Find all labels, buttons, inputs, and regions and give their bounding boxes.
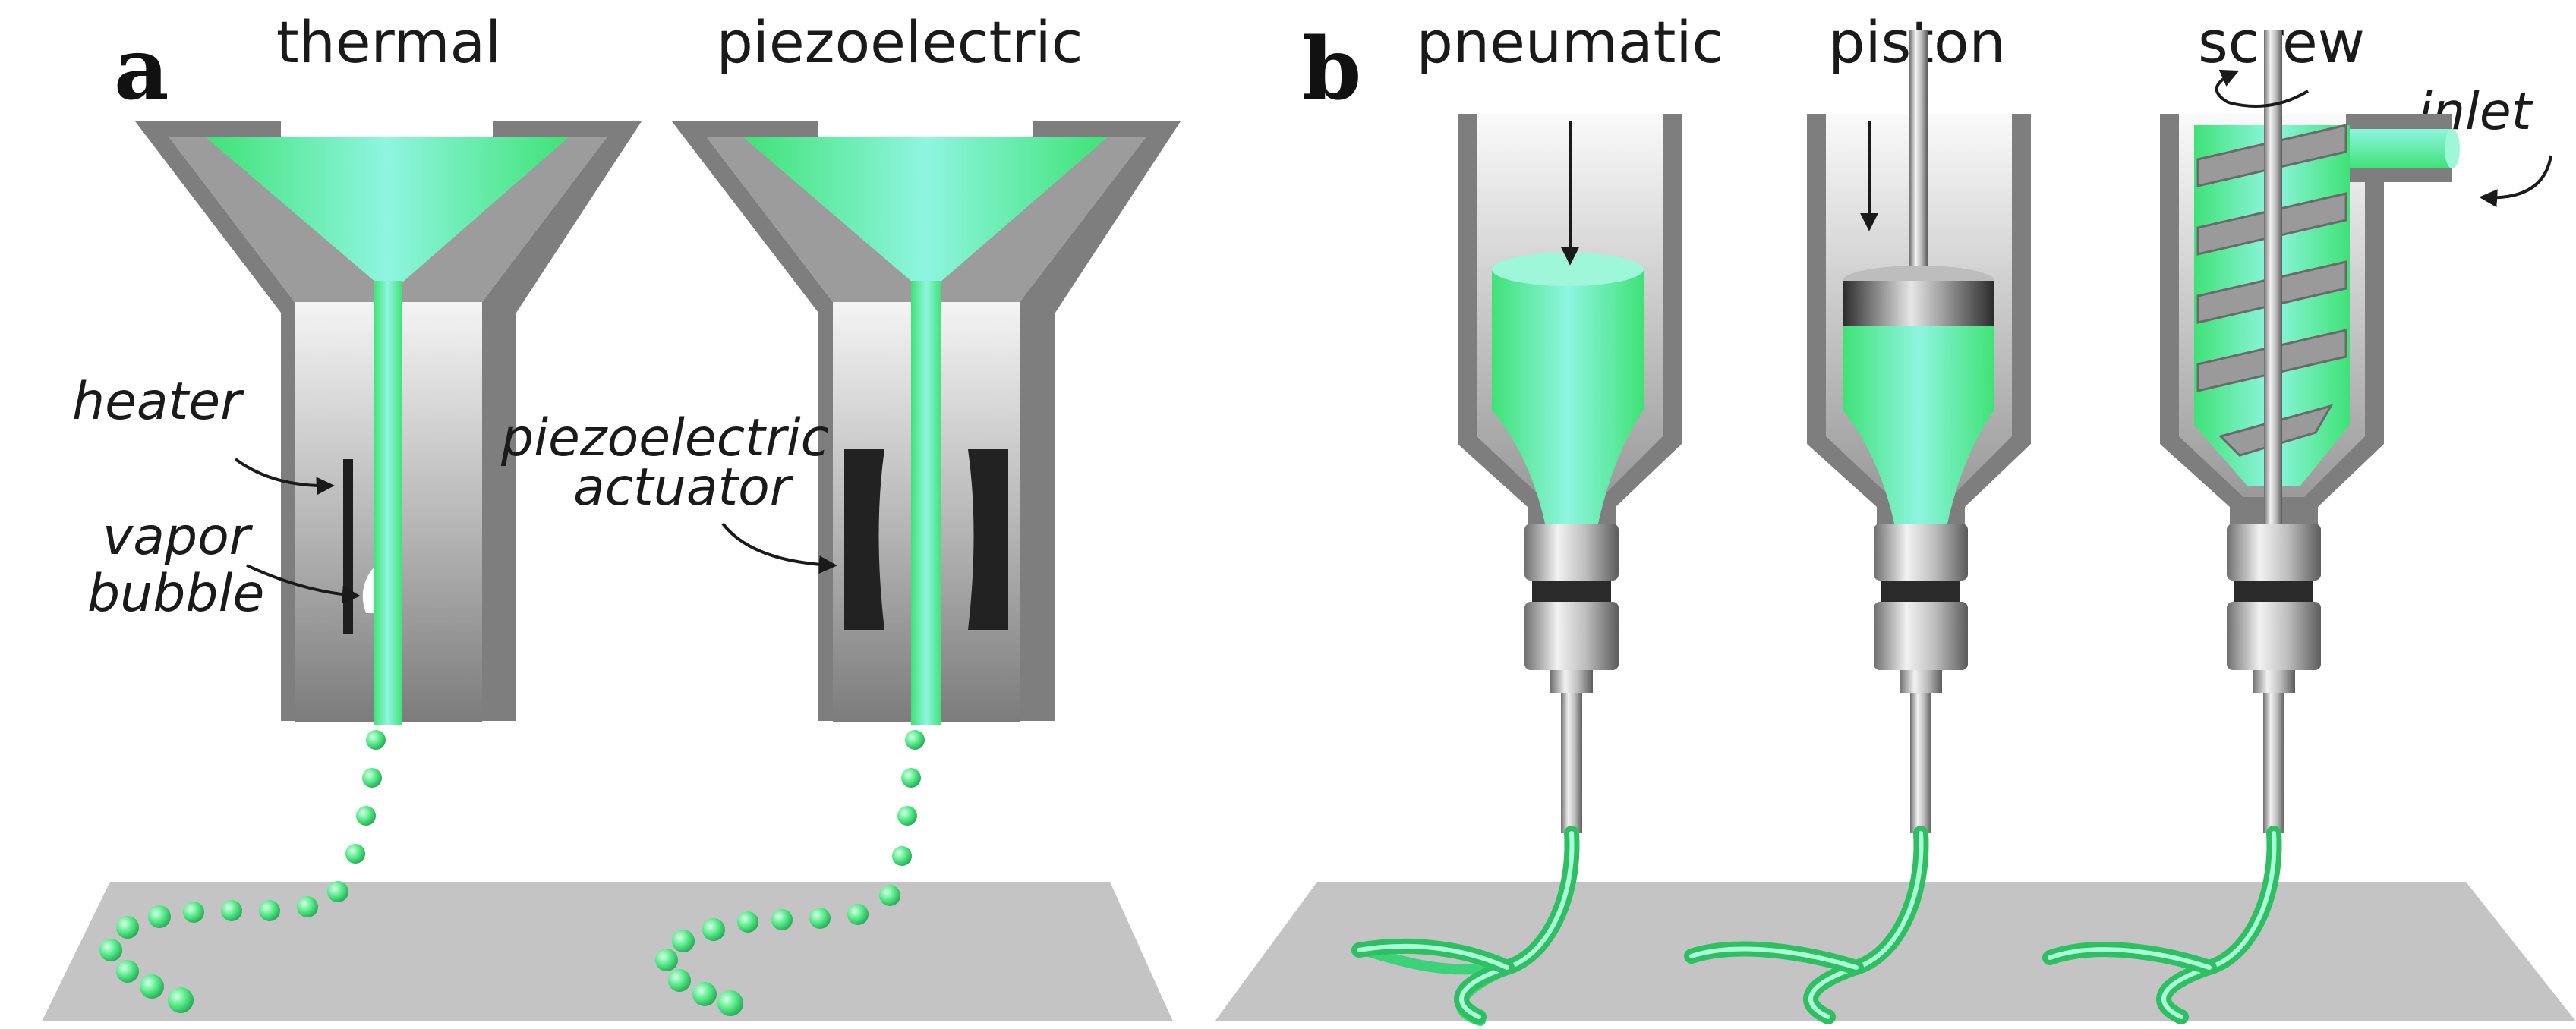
screw-printhead [2160, 30, 2460, 833]
piezoelectric-nozzle [672, 121, 1181, 725]
panel-b-letter: b [1302, 20, 1361, 119]
thermal-droplets [99, 730, 386, 1013]
pneumatic-printhead [1458, 114, 1682, 833]
heater-element [343, 459, 353, 634]
piezo-label-line1: piezoelectric [500, 408, 829, 468]
substrate-a [42, 882, 1173, 1021]
thermal-nozzle [135, 121, 642, 725]
pneumatic-title: pneumatic [1417, 8, 1724, 76]
piezo-leader-arrow-icon [721, 522, 837, 574]
vapor-bubble [362, 568, 374, 613]
vapor-label-line2: bubble [87, 564, 264, 624]
thermal-title: thermal [276, 8, 501, 76]
piezo-actuator-right [968, 449, 1008, 630]
piezo-actuator-left [844, 449, 884, 630]
vapor-label-line1: vapor [102, 507, 254, 567]
inlet-arrow-icon [2479, 155, 2552, 208]
piezoelectric-title: piezoelectric [717, 8, 1083, 76]
piezoelectric-droplets [655, 730, 925, 1016]
piston-printhead [1807, 30, 2031, 833]
heater-leader-arrow-icon [234, 458, 335, 496]
piezo-label-line2: actuator [573, 458, 794, 518]
panel-a-letter: a [114, 20, 169, 119]
vapor-leader-arrow-icon [246, 564, 361, 604]
heater-label: heater [72, 372, 244, 432]
screw-rotation-arrow-icon [2215, 69, 2310, 108]
